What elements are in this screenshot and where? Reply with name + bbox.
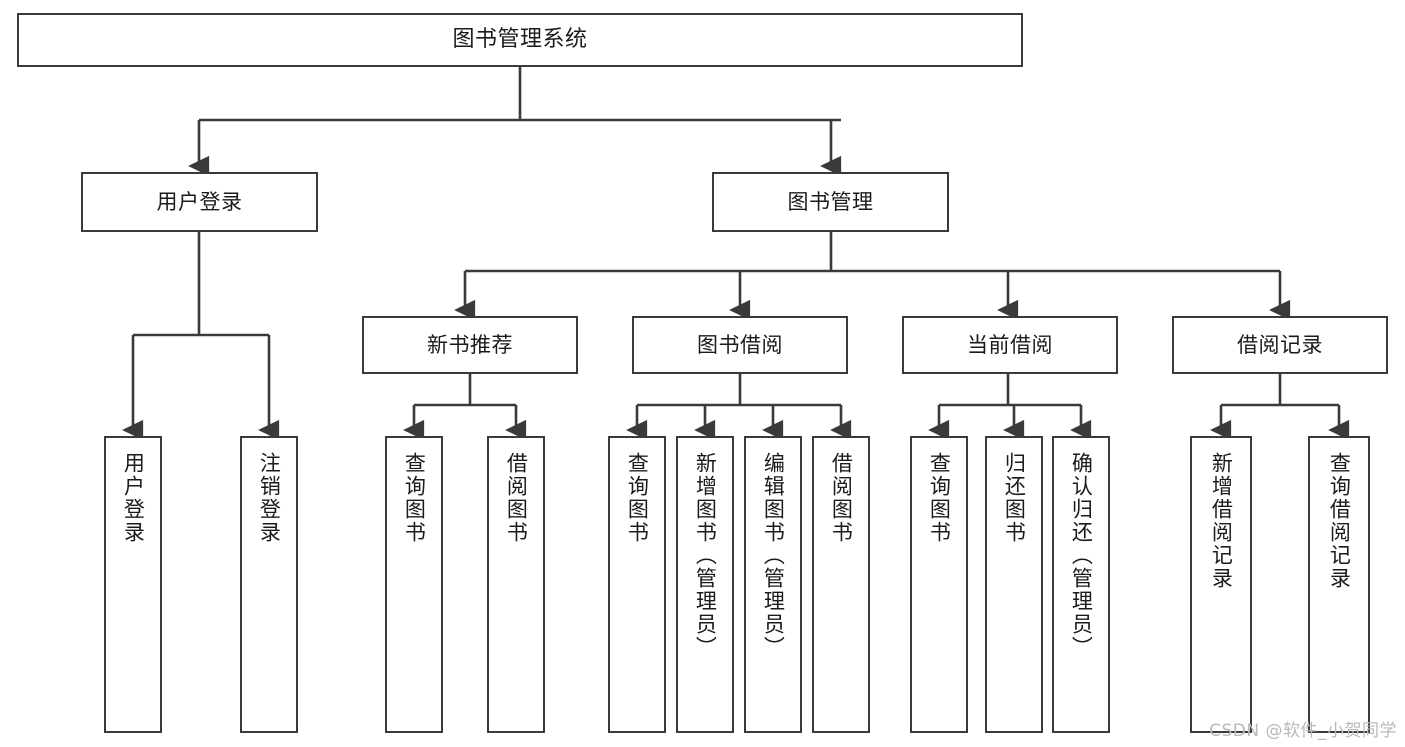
node-leaf-query-book-1-label: 查询图书 [402,452,427,544]
node-current-borrow-label: 当前借阅 [967,332,1053,357]
node-borrow-record-label: 借阅记录 [1237,332,1323,357]
node-leaf-return-book[interactable]: 归还图书 [985,436,1043,733]
node-leaf-user-login-label: 用户登录 [121,452,146,544]
node-leaf-add-book[interactable]: 新增图书（管理员） [676,436,734,733]
node-leaf-user-logout[interactable]: 注销登录 [240,436,298,733]
node-book-manage-label: 图书管理 [787,189,874,214]
node-leaf-query-record[interactable]: 查询借阅记录 [1308,436,1370,733]
csdn-watermark: CSDN @软件_小贺同学 [1209,721,1397,741]
node-leaf-query-book-3-label: 查询图书 [927,452,952,544]
node-leaf-confirm-return[interactable]: 确认归还（管理员） [1052,436,1110,733]
node-current-borrow[interactable]: 当前借阅 [902,316,1118,374]
node-leaf-query-book-1[interactable]: 查询图书 [385,436,443,733]
node-leaf-borrow-book-2[interactable]: 借阅图书 [812,436,870,733]
node-leaf-borrow-book-1[interactable]: 借阅图书 [487,436,545,733]
node-book-borrow-label: 图书借阅 [697,332,783,357]
node-root[interactable]: 图书管理系统 [17,13,1023,67]
node-leaf-borrow-book-1-label: 借阅图书 [504,452,529,544]
node-leaf-user-logout-label: 注销登录 [257,452,282,544]
node-book-borrow[interactable]: 图书借阅 [632,316,848,374]
node-new-book-rec[interactable]: 新书推荐 [362,316,578,374]
node-borrow-record[interactable]: 借阅记录 [1172,316,1388,374]
node-leaf-user-login[interactable]: 用户登录 [104,436,162,733]
node-user-login[interactable]: 用户登录 [81,172,318,232]
node-leaf-query-record-label: 查询借阅记录 [1327,452,1352,590]
node-leaf-add-book-label: 新增图书（管理员） [693,452,718,659]
node-leaf-query-book-3[interactable]: 查询图书 [910,436,968,733]
node-leaf-add-record[interactable]: 新增借阅记录 [1190,436,1252,733]
node-leaf-confirm-return-label: 确认归还（管理员） [1069,452,1094,659]
node-leaf-borrow-book-2-label: 借阅图书 [829,452,854,544]
node-leaf-query-book-2-label: 查询图书 [625,452,650,544]
node-book-manage[interactable]: 图书管理 [712,172,949,232]
node-user-login-label: 用户登录 [156,189,243,214]
node-new-book-rec-label: 新书推荐 [427,332,513,357]
node-root-label: 图书管理系统 [452,27,588,53]
node-leaf-add-record-label: 新增借阅记录 [1209,452,1234,590]
node-leaf-return-book-label: 归还图书 [1002,452,1027,544]
node-leaf-edit-book[interactable]: 编辑图书（管理员） [744,436,802,733]
node-leaf-edit-book-label: 编辑图书（管理员） [761,452,786,659]
node-leaf-query-book-2[interactable]: 查询图书 [608,436,666,733]
